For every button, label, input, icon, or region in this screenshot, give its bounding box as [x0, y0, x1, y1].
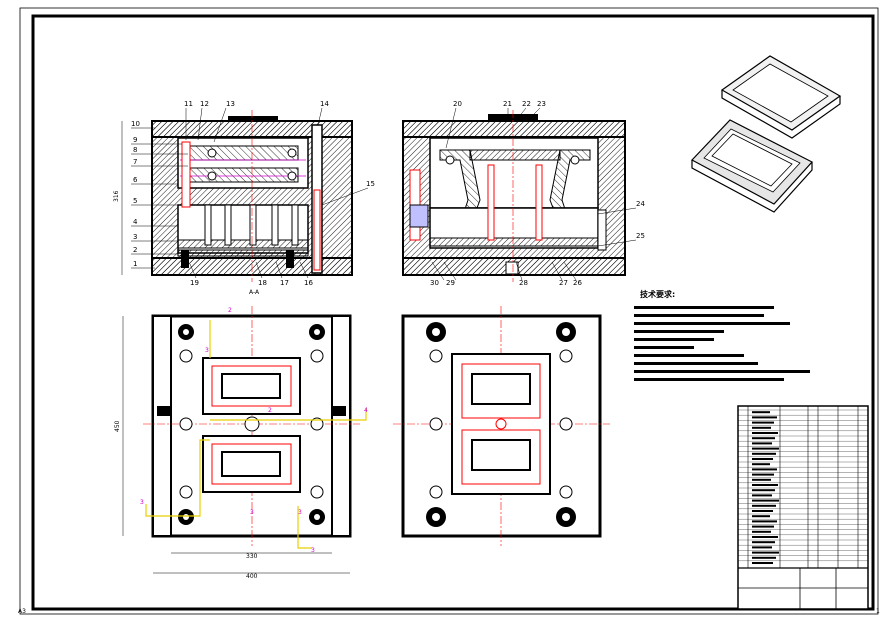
- magenta-mark: 2: [268, 407, 272, 414]
- side-view-callouts: 20 21 22 23 24 25 26 27 28 29 30: [430, 100, 645, 287]
- bom-cell-glyphs: [752, 494, 772, 497]
- bom-cell-glyphs: [752, 447, 779, 450]
- bom-cell-glyphs: [752, 473, 774, 476]
- technical-requirements-block: 技术要求:: [634, 289, 810, 381]
- bom-cell-glyphs: [752, 551, 779, 554]
- callout-28: 28: [519, 279, 528, 287]
- bom-cell-glyphs: [752, 499, 779, 502]
- callout-17: 17: [280, 279, 289, 287]
- callout-11: 11: [184, 100, 193, 108]
- bom-cell-glyphs: [752, 489, 775, 492]
- bom-cell-glyphs: [752, 452, 776, 455]
- callout-25: 25: [636, 232, 645, 240]
- plan-view-moving-half: [393, 306, 610, 546]
- magenta-mark: 4: [364, 407, 368, 414]
- dimension-width-inner: 330: [246, 553, 258, 560]
- part-isometric-view: [691, 55, 842, 213]
- bom-cell-glyphs: [752, 530, 771, 533]
- bom-cell-glyphs: [752, 504, 776, 507]
- bom-cell-glyphs: [752, 421, 774, 424]
- bom-cell-glyphs: [752, 468, 777, 471]
- callout-5: 5: [133, 197, 137, 205]
- bom-cell-glyphs: [752, 463, 770, 466]
- tech-requirements-title: 技术要求:: [640, 289, 675, 299]
- side-section-view: [402, 110, 626, 282]
- front-section-view: [151, 110, 353, 282]
- callout-20: 20: [453, 100, 462, 108]
- callout-23: 23: [537, 100, 546, 108]
- callout-15: 15: [366, 180, 375, 188]
- magenta-mark: 2: [228, 307, 232, 314]
- callout-24: 24: [636, 200, 645, 208]
- callout-2: 2: [133, 246, 137, 254]
- callout-13: 13: [226, 100, 235, 108]
- callout-29: 29: [446, 279, 455, 287]
- callout-4: 4: [133, 218, 138, 226]
- section-marker: A-A: [249, 289, 260, 296]
- dimension-width-outer: 400: [246, 573, 258, 580]
- bom-cell-glyphs: [752, 546, 772, 549]
- callout-18: 18: [258, 279, 267, 287]
- bom-cell-glyphs: [752, 562, 773, 564]
- callout-27: 27: [559, 279, 568, 287]
- callout-12: 12: [200, 100, 209, 108]
- magenta-mark: 3: [298, 509, 302, 516]
- plan-view-dimensions: 450 330 400: [114, 316, 350, 580]
- bom-cell-glyphs: [752, 426, 771, 429]
- callout-9: 9: [133, 136, 137, 144]
- callout-16: 16: [304, 279, 313, 287]
- callout-8: 8: [133, 146, 137, 154]
- bom-cell-glyphs: [752, 536, 778, 538]
- callout-21: 21: [503, 100, 512, 108]
- callout-14: 14: [320, 100, 329, 108]
- bom-cell-glyphs: [752, 411, 770, 414]
- bom-cell-glyphs: [752, 478, 771, 481]
- dimension-height-plan: 450: [114, 420, 121, 432]
- callout-19: 19: [190, 279, 199, 287]
- magenta-mark: 3: [311, 547, 315, 554]
- callout-10: 10: [131, 120, 140, 128]
- callout-7: 7: [133, 158, 137, 166]
- callout-6: 6: [133, 176, 138, 184]
- bom-cell-glyphs: [752, 515, 770, 518]
- inner-frame: [31, 14, 875, 611]
- corner-mark-right: 1: [876, 608, 880, 615]
- callout-1: 1: [133, 260, 137, 268]
- bom-cell-glyphs: [752, 556, 776, 559]
- magenta-mark: 3: [250, 509, 254, 516]
- plan-view-fixed-half: 2 4 3 3 3 3 3 2: [140, 306, 368, 554]
- magenta-mark: 3: [205, 347, 209, 354]
- callout-3: 3: [133, 233, 137, 241]
- bom-cell-glyphs: [752, 484, 778, 486]
- bom-cell-glyphs: [752, 458, 773, 460]
- bom-cell-glyphs: [752, 416, 777, 419]
- bom-cell-glyphs: [752, 510, 773, 512]
- title-block-table: [737, 405, 869, 610]
- bom-cell-glyphs: [752, 442, 772, 445]
- bom-cell-glyphs: [752, 541, 775, 544]
- corner-mark-left: A3: [18, 608, 26, 615]
- callout-26: 26: [573, 279, 582, 287]
- callout-22: 22: [522, 100, 531, 108]
- outer-border: [19, 7, 879, 615]
- dimension-height-front: 316: [113, 190, 120, 202]
- bom-cell-glyphs: [752, 525, 774, 528]
- bom-cell-glyphs: [752, 520, 777, 523]
- magenta-mark: 3: [140, 499, 144, 506]
- callout-30: 30: [430, 279, 439, 287]
- bom-cell-glyphs: [752, 432, 778, 434]
- bom-cell-glyphs: [752, 437, 775, 440]
- front-view-callouts: 10 9 8 7 6 5 4 3 2 1 11 12 13 14 15 16 1…: [113, 100, 375, 296]
